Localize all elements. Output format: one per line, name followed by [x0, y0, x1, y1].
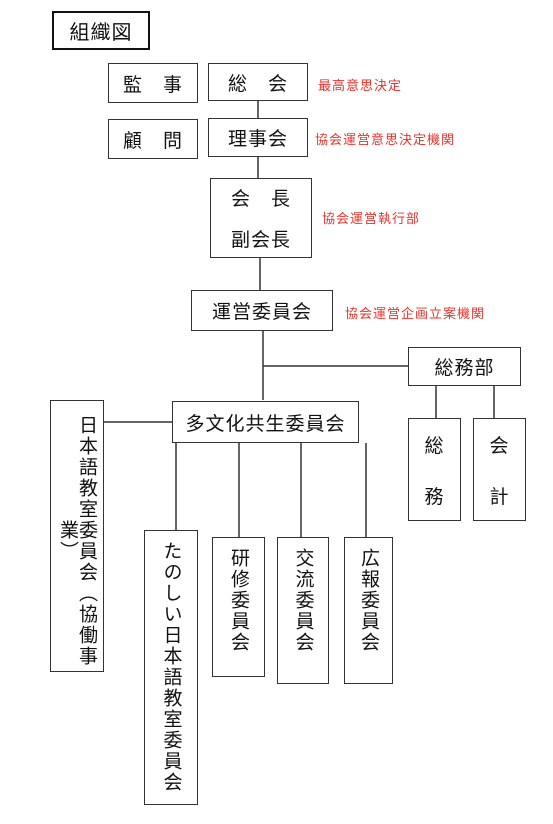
somu-char-1: 総 — [424, 434, 445, 457]
nihongo-label: 日本語教室委員会（協働事業） — [57, 415, 98, 667]
kansa-box: 監 事 — [108, 63, 198, 103]
sokai-box: 総 会 — [208, 63, 308, 101]
rijikai-label: 理事会 — [227, 128, 288, 150]
unei-annotation: 協会運営企画立案機関 — [345, 307, 486, 322]
rijikai-box: 理事会 — [208, 118, 308, 157]
somu-char-2: 務 — [424, 485, 445, 508]
kenshu-label: 研修委員会 — [228, 548, 250, 653]
kaikei-char-2: 計 — [489, 485, 510, 508]
kansa-label: 監 事 — [122, 73, 183, 96]
rijikai-annotation: 協会運営意思決定機関 — [315, 133, 456, 148]
tabunka-label: 多文化共生委員会 — [185, 412, 346, 435]
komon-box: 顧 問 — [108, 119, 198, 159]
sokai-annotation: 最高意思決定 — [318, 79, 403, 94]
page-title: 組織図 — [52, 11, 150, 50]
unei-label: 運営委員会 — [211, 301, 312, 323]
kaicho-annotation: 協会運営執行部 — [322, 212, 421, 227]
page-title-text: 組織図 — [69, 20, 133, 44]
sokai-label: 総 会 — [227, 72, 288, 95]
kaikei-char-1: 会 — [489, 434, 510, 457]
kaikei-box: 会 計 — [473, 418, 526, 521]
komon-label: 顧 問 — [122, 129, 183, 152]
koho-box: 広報委員会 — [344, 537, 393, 684]
unei-box: 運営委員会 — [191, 290, 333, 331]
somu-box: 総 務 — [408, 418, 461, 521]
nihongo-box: 日本語教室委員会（協働事業） — [50, 400, 104, 672]
tabunka-box: 多文化共生委員会 — [172, 401, 359, 443]
tanoshii-label: たのしい日本語教室委員会 — [160, 541, 183, 793]
tanoshii-box: たのしい日本語教室委員会 — [144, 530, 198, 805]
somubu-box: 総務部 — [408, 347, 521, 386]
somubu-label: 総務部 — [434, 357, 495, 379]
koryu-label: 交流委員会 — [292, 548, 315, 653]
kenshu-box: 研修委員会 — [212, 537, 265, 677]
koryu-box: 交流委員会 — [277, 537, 329, 684]
fukukaicho-label: 副会長 — [230, 229, 291, 251]
kaicho-box: 会 長 副会長 — [210, 178, 312, 258]
kaicho-label: 会 長 — [230, 188, 291, 210]
koho-label: 広報委員会 — [358, 548, 380, 653]
